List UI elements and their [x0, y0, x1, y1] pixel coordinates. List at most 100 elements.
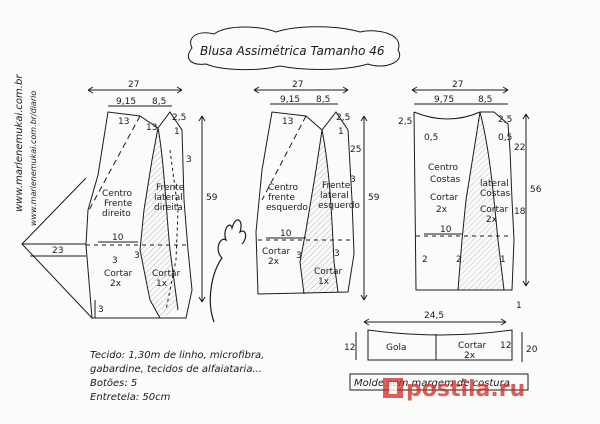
bk-neck: 2,5: [398, 117, 412, 127]
fr-bottom-3: 3: [98, 305, 104, 315]
watermark: postila.ru: [383, 377, 525, 402]
bk-center-4: 2x: [436, 205, 448, 215]
bk-cut-1: 1: [516, 301, 522, 311]
fl-cut-1: Cortar: [262, 247, 291, 257]
collar-cut-1: Cortar: [458, 341, 487, 351]
bk-waist: 10: [440, 225, 452, 235]
bk-hem-2: 2: [422, 255, 428, 265]
fl-dart-3: 3: [350, 175, 356, 185]
front-right-dart-hatch: [140, 128, 178, 318]
bk-width: 27: [452, 80, 463, 90]
fr-center-1: Centro: [102, 189, 133, 199]
fl-dart-2-5: 2,5: [336, 113, 350, 123]
bk-dart-22: 22: [514, 143, 525, 153]
fl-side-2: lateral: [320, 191, 349, 201]
collar-width: 24,5: [424, 311, 444, 321]
collar-right-total: 20: [526, 345, 538, 355]
back-labels: 27 9,75 8,5 2,5 2,5 0,5 0,5 22 18 56 10 …: [398, 80, 542, 311]
fr-side-2: lateral: [154, 193, 183, 203]
fl-side-3: 3: [334, 249, 340, 259]
fr-side-3: direita: [154, 203, 183, 213]
fl-center-1: Centro: [268, 183, 299, 193]
fl-shoulder: 13: [282, 117, 293, 127]
bk-side-2: Costas: [480, 189, 511, 199]
note-fabric-2: gabardine, tecidos de alfaiataria...: [90, 364, 262, 375]
bk-top-right: 8,5: [478, 95, 492, 105]
fr-top-right: 8,5: [152, 97, 166, 107]
bk-center-3: Cortar: [430, 193, 459, 203]
bk-hem-2b: 2: [456, 255, 462, 265]
fr-cut-1: Cortar: [104, 269, 133, 279]
fr-side-cut-2: 1x: [156, 279, 168, 289]
collar-piece: [355, 318, 523, 362]
fr-height: 59: [206, 193, 218, 203]
fl-width: 27: [292, 80, 303, 90]
fr-shoulder: 13: [118, 117, 129, 127]
fl-side-cut-1: Cortar: [314, 267, 343, 277]
page-title: Blusa Assimétrica Tamanho 46: [200, 44, 385, 58]
signature: [209, 219, 247, 323]
fr-center-3: direito: [102, 209, 131, 219]
bk-shoulder: 2,5: [498, 115, 512, 125]
note-fabric: Tecido: 1,30m de linho, microfibra,: [90, 350, 264, 361]
fr-extension: 23: [52, 246, 63, 256]
bk-dart-18: 18: [514, 207, 526, 217]
fl-waist: 10: [280, 229, 292, 239]
bk-side-1: lateral: [480, 179, 509, 189]
collar-labels: 24,5 12 12 20 Gola Cortar 2x: [344, 311, 538, 361]
fr-top-left: 9,15: [116, 97, 136, 107]
front-left-labels: 27 9,15 8,5 13 2,5 1 25 3 59 10 3 3 Cent…: [262, 80, 380, 287]
collar-cut-2: 2x: [464, 351, 476, 361]
mold-note: Molde sem margem de costura: [349, 373, 529, 391]
collar-label: Gola: [386, 343, 407, 353]
fl-center-2: frente: [268, 193, 295, 203]
front-left-dart-hatch: [300, 130, 338, 294]
website-text-2: www.marlenemukai.com.br/diario: [29, 91, 38, 226]
bk-hem-1: 1: [500, 255, 506, 265]
note-interfacing: Entretela: 50cm: [90, 392, 171, 403]
fr-center-2: Frente: [104, 199, 133, 209]
notes: Tecido: 1,30m de linho, microfibra, gaba…: [90, 350, 264, 403]
front-right-labels: 27 9,15 8,5 13 13 2,5 1 3 59 10 3 3 23 C…: [52, 80, 218, 315]
bk-center-1: Centro: [428, 163, 459, 173]
collar-left-h: 12: [344, 343, 355, 353]
fl-side-cut-2: 1x: [318, 277, 330, 287]
fr-cut-side-3: 3: [134, 251, 140, 261]
title-cloud: Blusa Assimétrica Tamanho 46: [188, 26, 401, 71]
fl-dart-25: 25: [350, 145, 361, 155]
note-buttons: Botões: 5: [90, 378, 137, 389]
fl-top-right: 8,5: [316, 95, 330, 105]
fr-width: 27: [128, 80, 139, 90]
bk-top-left: 9,75: [434, 95, 454, 105]
fl-height: 59: [368, 193, 380, 203]
mold-note-text: Molde sem margem de costura: [354, 378, 510, 389]
bk-armhole: 0,5: [424, 133, 438, 143]
fr-dart-2-5: 2,5: [172, 113, 186, 123]
fl-top-left: 9,15: [280, 95, 300, 105]
fr-dart-3: 3: [186, 155, 192, 165]
back-dart-hatch: [458, 112, 504, 290]
website-text: www.marlenemukai.com.br: [14, 74, 25, 212]
fl-cut-2: 2x: [268, 257, 280, 267]
fr-cut-2: 2x: [110, 279, 122, 289]
bk-armhole-b: 0,5: [498, 133, 512, 143]
fr-dart-13: 13: [146, 123, 157, 133]
bk-side-3: Cortar: [480, 205, 509, 215]
fr-dart-1: 1: [174, 127, 180, 137]
fr-side-1: Frente: [156, 183, 185, 193]
collar-right-h: 12: [500, 341, 511, 351]
watermark-text: postila.ru: [406, 377, 525, 402]
back-piece: [411, 86, 530, 291]
fl-side-3-label: esquerdo: [318, 201, 360, 211]
bk-height: 56: [530, 185, 542, 195]
fr-side-cut-1: Cortar: [152, 269, 181, 279]
bk-center-2: Costas: [430, 175, 461, 185]
fr-waist: 10: [112, 233, 124, 243]
fl-side-1: Frente: [322, 181, 351, 191]
fl-bottom-3: 3: [296, 251, 302, 261]
fl-dart-1: 1: [338, 127, 344, 137]
fr-hem-3: 3: [112, 256, 118, 266]
fl-center-3: esquerdo: [266, 203, 308, 213]
bk-side-4: 2x: [486, 215, 498, 225]
